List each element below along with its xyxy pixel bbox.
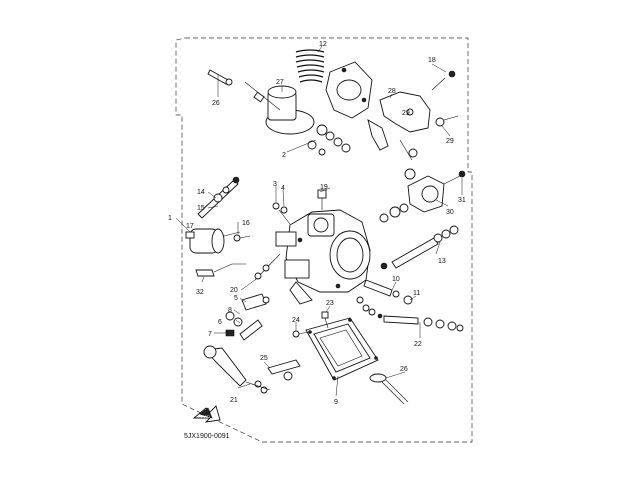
part-21-throttle-stop — [203, 345, 271, 394]
part-10-11-screws — [356, 279, 413, 305]
callout-29-upper: 29 — [402, 110, 410, 117]
callout-26-top: 26 — [212, 100, 220, 107]
callout-13: 13 — [438, 258, 446, 265]
callout-6: 6 — [218, 319, 222, 326]
callout-29-lower: 29 — [446, 138, 454, 145]
part-jet-needle — [244, 81, 281, 111]
fwd-arrow-icon: FWD — [192, 405, 221, 423]
callout-11: 11 — [413, 290, 420, 297]
callout-9: 9 — [334, 399, 338, 406]
callout-25: 25 — [260, 355, 268, 362]
part-20-pilot-screw — [254, 253, 281, 281]
callout-30: 30 — [446, 209, 454, 216]
callout-28: 28 — [388, 88, 396, 95]
callout-32: 32 — [196, 289, 204, 296]
callout-26-bottom: 26 — [400, 366, 408, 373]
part-22-pump-rod — [377, 313, 464, 332]
part-30-throttle-sensor — [404, 168, 466, 213]
callout-3: 3 — [273, 181, 277, 188]
part-9-float-chamber — [305, 317, 379, 381]
callout-17: 17 — [186, 223, 194, 230]
callout-12: 12 — [319, 41, 327, 48]
callout-23: 23 — [326, 300, 334, 307]
part-top-cover — [325, 61, 373, 119]
callout-14: 14 — [197, 189, 205, 196]
callout-labels: 12 27 26 2 18 28 29 29 1 14 15 16 17 32 … — [168, 41, 466, 406]
part-12-spring — [295, 49, 325, 83]
callout-2: 2 — [282, 152, 286, 159]
callout-27: 27 — [276, 79, 284, 86]
leader-lines — [175, 45, 463, 397]
part-5-8-jets — [225, 293, 270, 341]
callout-22: 22 — [414, 341, 422, 348]
part-seal-rings-upper — [379, 203, 409, 223]
part-14-15-screw-set — [197, 176, 240, 219]
callout-24: 24 — [292, 317, 300, 324]
assembly-boundary — [175, 37, 473, 443]
part-26-drain-hose — [369, 373, 409, 405]
callout-8: 8 — [228, 307, 232, 314]
part-16-screw — [233, 234, 251, 242]
part-32-tube — [195, 263, 246, 277]
callout-15: 15 — [197, 205, 205, 212]
callout-31: 31 — [458, 197, 466, 204]
callout-4: 4 — [281, 185, 285, 192]
callout-10: 10 — [392, 276, 400, 283]
callout-20: 20 — [230, 287, 238, 294]
part-2-screws-washers — [307, 124, 351, 156]
part-17-starter-unit — [185, 228, 241, 254]
callout-1: 1 — [168, 215, 172, 222]
part-27-piston-diaphragm — [265, 85, 315, 135]
part-throttle-linkage — [367, 70, 459, 161]
fwd-label: FWD — [201, 414, 210, 419]
part-26-pin — [207, 69, 233, 86]
part-carburetor-body — [275, 209, 371, 305]
callout-5: 5 — [234, 295, 238, 302]
part-19-screw — [317, 189, 327, 210]
part-25-clip — [267, 359, 301, 381]
callout-18: 18 — [428, 57, 436, 64]
callout-19: 19 — [320, 184, 328, 191]
callout-7: 7 — [208, 331, 212, 338]
catalog-code: 5JX1900-0091 — [184, 433, 230, 440]
callout-21: 21 — [230, 397, 238, 404]
part-2-small-fitting — [362, 304, 376, 316]
callout-16: 16 — [242, 220, 250, 227]
part-3-4-screws — [272, 202, 291, 225]
part-13-shaft — [380, 225, 459, 270]
part-23-24-screws — [292, 311, 329, 338]
